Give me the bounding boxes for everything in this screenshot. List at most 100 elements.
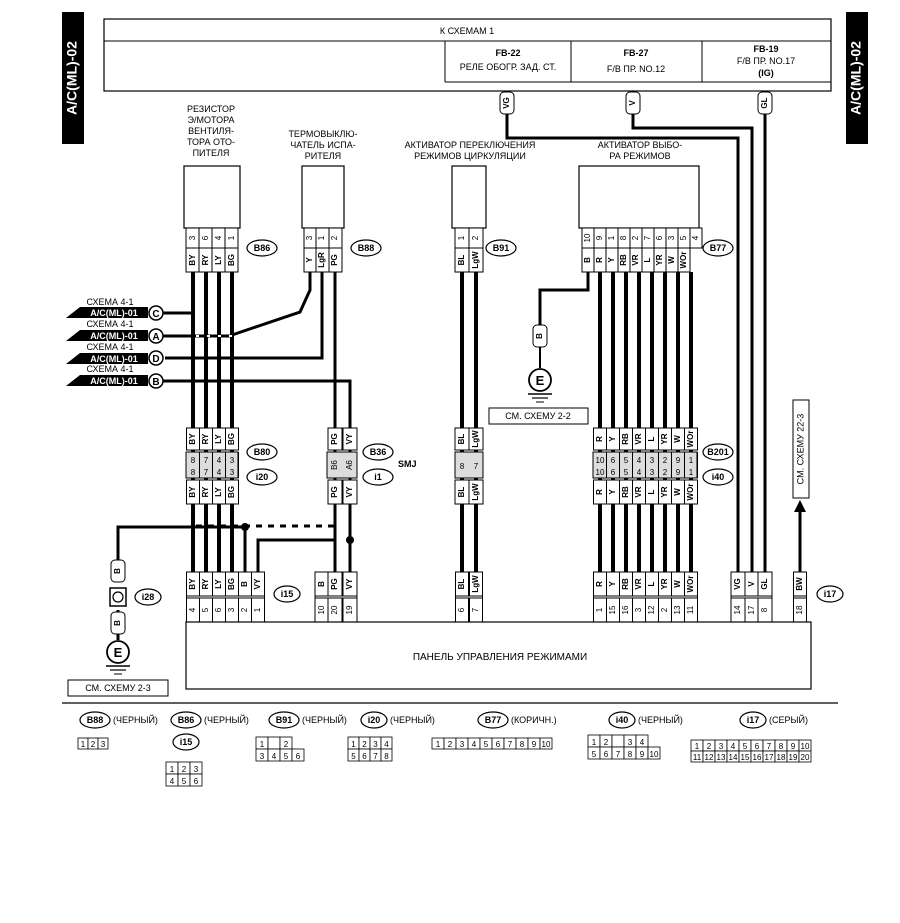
thermo-component: ТЕРМОВЫКЛЮ- ЧАТЕЛЬ ИСПА- РИТЕЛЯ 3 1 2 Y …	[288, 129, 382, 273]
legend-grid-4-0-1: 2	[362, 740, 367, 749]
mid-right-pin-bottom-1: 10	[596, 468, 605, 477]
legend-b86: B86 (ЧЕРНЫЙ)	[170, 711, 249, 729]
panel-group-3-wire-cell	[469, 571, 483, 597]
legend-b77: B77 (КОРИЧН.)	[477, 711, 557, 729]
mid-right-wire-top-6: YR	[660, 433, 669, 444]
legend-grid-0-0-0: 1	[81, 740, 86, 749]
mid-smj-wire-top-2: VY	[345, 433, 354, 444]
bw-reference-text: СМ. СХЕМУ 22-3	[795, 414, 805, 485]
legend-grid-2-0-2: 3	[194, 765, 199, 774]
mode-pin-5: 2	[631, 235, 640, 240]
panel-group-4-pin-7: 13	[673, 605, 682, 614]
mid-smj-wire-top-cell	[327, 427, 343, 451]
connector-i28-label: i28	[142, 592, 155, 602]
mid-left-pin-bottom-1: 8	[191, 468, 196, 477]
header-wire-tags: VG V GL	[499, 91, 773, 115]
legend-grid-3-1-2: 5	[284, 752, 289, 761]
legend-grid-7-1-7: 18	[777, 753, 786, 762]
connector-b86-label: B86	[254, 243, 271, 253]
legend-b77-color: (КОРИЧН.)	[511, 715, 557, 725]
legend-grid-6-1-1: 6	[604, 750, 609, 759]
mid-right-wire-bottom-4: VR	[634, 486, 643, 497]
mid-left-pin-bottom-4: 3	[230, 468, 235, 477]
mid-right-wire-bottom-2: Y	[608, 489, 617, 495]
legend-b91: B91 (ЧЕРНЫЙ)	[268, 711, 347, 729]
mode-title-1: АКТИВАТОР ВЫБО-	[598, 140, 683, 150]
legend-grid-7-1-9: 20	[801, 753, 810, 762]
legend-grid-7-1-5: 16	[753, 753, 762, 762]
panel-group-4-pin-8: 11	[686, 605, 695, 614]
mid-left-wire-bottom-2: RY	[201, 486, 210, 497]
legend-i15-id: i15	[180, 737, 193, 747]
mid-right-pin-top-3: 5	[624, 456, 629, 465]
legend-grid-6-0-0: 1	[592, 738, 597, 747]
mid-smj-pin-block	[326, 451, 358, 479]
legend-grid-cell	[380, 748, 393, 762]
connector-b36-label: B36	[370, 447, 387, 457]
mid-right-wire-bottom-cell	[684, 479, 698, 505]
legend-grid-6-1-0: 5	[592, 750, 597, 759]
legend-grid-4-1-3: 8	[384, 752, 389, 761]
legend-i20-id: i20	[368, 715, 381, 725]
mid-smj-wire-bottom-2: VY	[345, 486, 354, 497]
header-box1-line2: РЕЛЕ ОБОГР. ЗАД. СТ.	[460, 62, 556, 72]
panel-group-1-pin-2: 5	[201, 607, 210, 612]
mode-wire-7: YR	[655, 254, 664, 265]
mid-left-wire-bottom-3: LY	[214, 487, 223, 497]
legend-grid-6-1-2: 7	[616, 750, 621, 759]
resistor-title-5: ПИТЕЛЯ	[193, 148, 230, 158]
mid-recirc-pin-2: 7	[474, 462, 479, 471]
mid-right-pin-bottom-8: 1	[689, 468, 694, 477]
panel-group-2-pin-1: 10	[317, 605, 326, 614]
panel-group-4-pin-4: 3	[634, 607, 643, 612]
resistor-wire-2: RY	[201, 254, 210, 265]
connector-i20-label: i20	[256, 472, 269, 482]
legend-i40-id: i40	[616, 715, 629, 725]
mid-recirc-wire-top-cell	[468, 427, 484, 451]
mid-right-pin-top-1: 10	[596, 456, 605, 465]
connector-b91-label: B91	[493, 243, 510, 253]
panel-group-4-pin-2: 15	[608, 605, 617, 614]
mid-right-wire-top-1: R	[595, 436, 604, 442]
header-box3-line3: (IG)	[758, 68, 774, 78]
legend-i20-color: (ЧЕРНЫЙ)	[390, 714, 435, 725]
panel-group-4-pin-1: 1	[595, 607, 604, 612]
panel-group-1-pin-6: 1	[253, 607, 262, 612]
legend-i40: i40 (ЧЕРНЫЙ)	[608, 711, 683, 729]
mode-wire-5: VR	[631, 254, 640, 265]
mode-pin-6: 7	[643, 235, 652, 240]
legend-grid-2-1-0: 4	[170, 777, 175, 786]
mid-smj-pin-2: A6	[345, 460, 354, 470]
resistor-pin-4: 1	[227, 235, 236, 240]
mid-right-pin-bottom-5: 3	[650, 468, 655, 477]
mid-right-pin-bottom-2: 6	[611, 468, 616, 477]
panel-group-2-wire-cell	[342, 571, 358, 597]
panel-group-3-wire-2: LgW	[471, 575, 480, 593]
recirc-actuator-component: АКТИВАТОР ПЕРЕКЛЮЧЕНИЯ РЕЖИМОВ ЦИРКУЛЯЦИ…	[405, 140, 535, 273]
mode-wire-6: L	[643, 257, 652, 262]
mid-right-pin-top-7: 9	[676, 456, 681, 465]
panel-group-1-pin-3: 6	[214, 607, 223, 612]
mode-pin-8: 3	[667, 235, 676, 240]
left-ref-d-name: A/C(ML)-01	[90, 354, 138, 364]
legend-grid-7-0-5: 6	[755, 742, 760, 751]
thermo-pin-3: 2	[330, 235, 339, 240]
mode-wire-1: B	[583, 257, 592, 263]
panel-group-4-pin-6: 2	[660, 607, 669, 612]
legend-i17-id: i17	[747, 715, 760, 725]
mid-left-pin-bottom-3: 4	[217, 468, 222, 477]
mid-right-wire-top-2: Y	[608, 436, 617, 442]
panel-group-2-pin-2: 20	[330, 605, 339, 614]
thermo-title-2: ЧАТЕЛЬ ИСПА-	[290, 140, 356, 150]
left-ref-a-scheme: СХЕМА 4-1	[86, 319, 133, 329]
legend-grid-0-0-2: 3	[101, 740, 106, 749]
legend-grid-7-1-0: 11	[693, 753, 702, 762]
resistor-pin-2: 6	[201, 235, 210, 240]
mid-left-pin-top-3: 4	[217, 456, 222, 465]
panel-group-1-pin-5: 2	[240, 607, 249, 612]
left-ground: B i28 B E СМ. СХЕМУ 2-3	[67, 559, 169, 697]
connector-b77-label: B77	[710, 243, 727, 253]
